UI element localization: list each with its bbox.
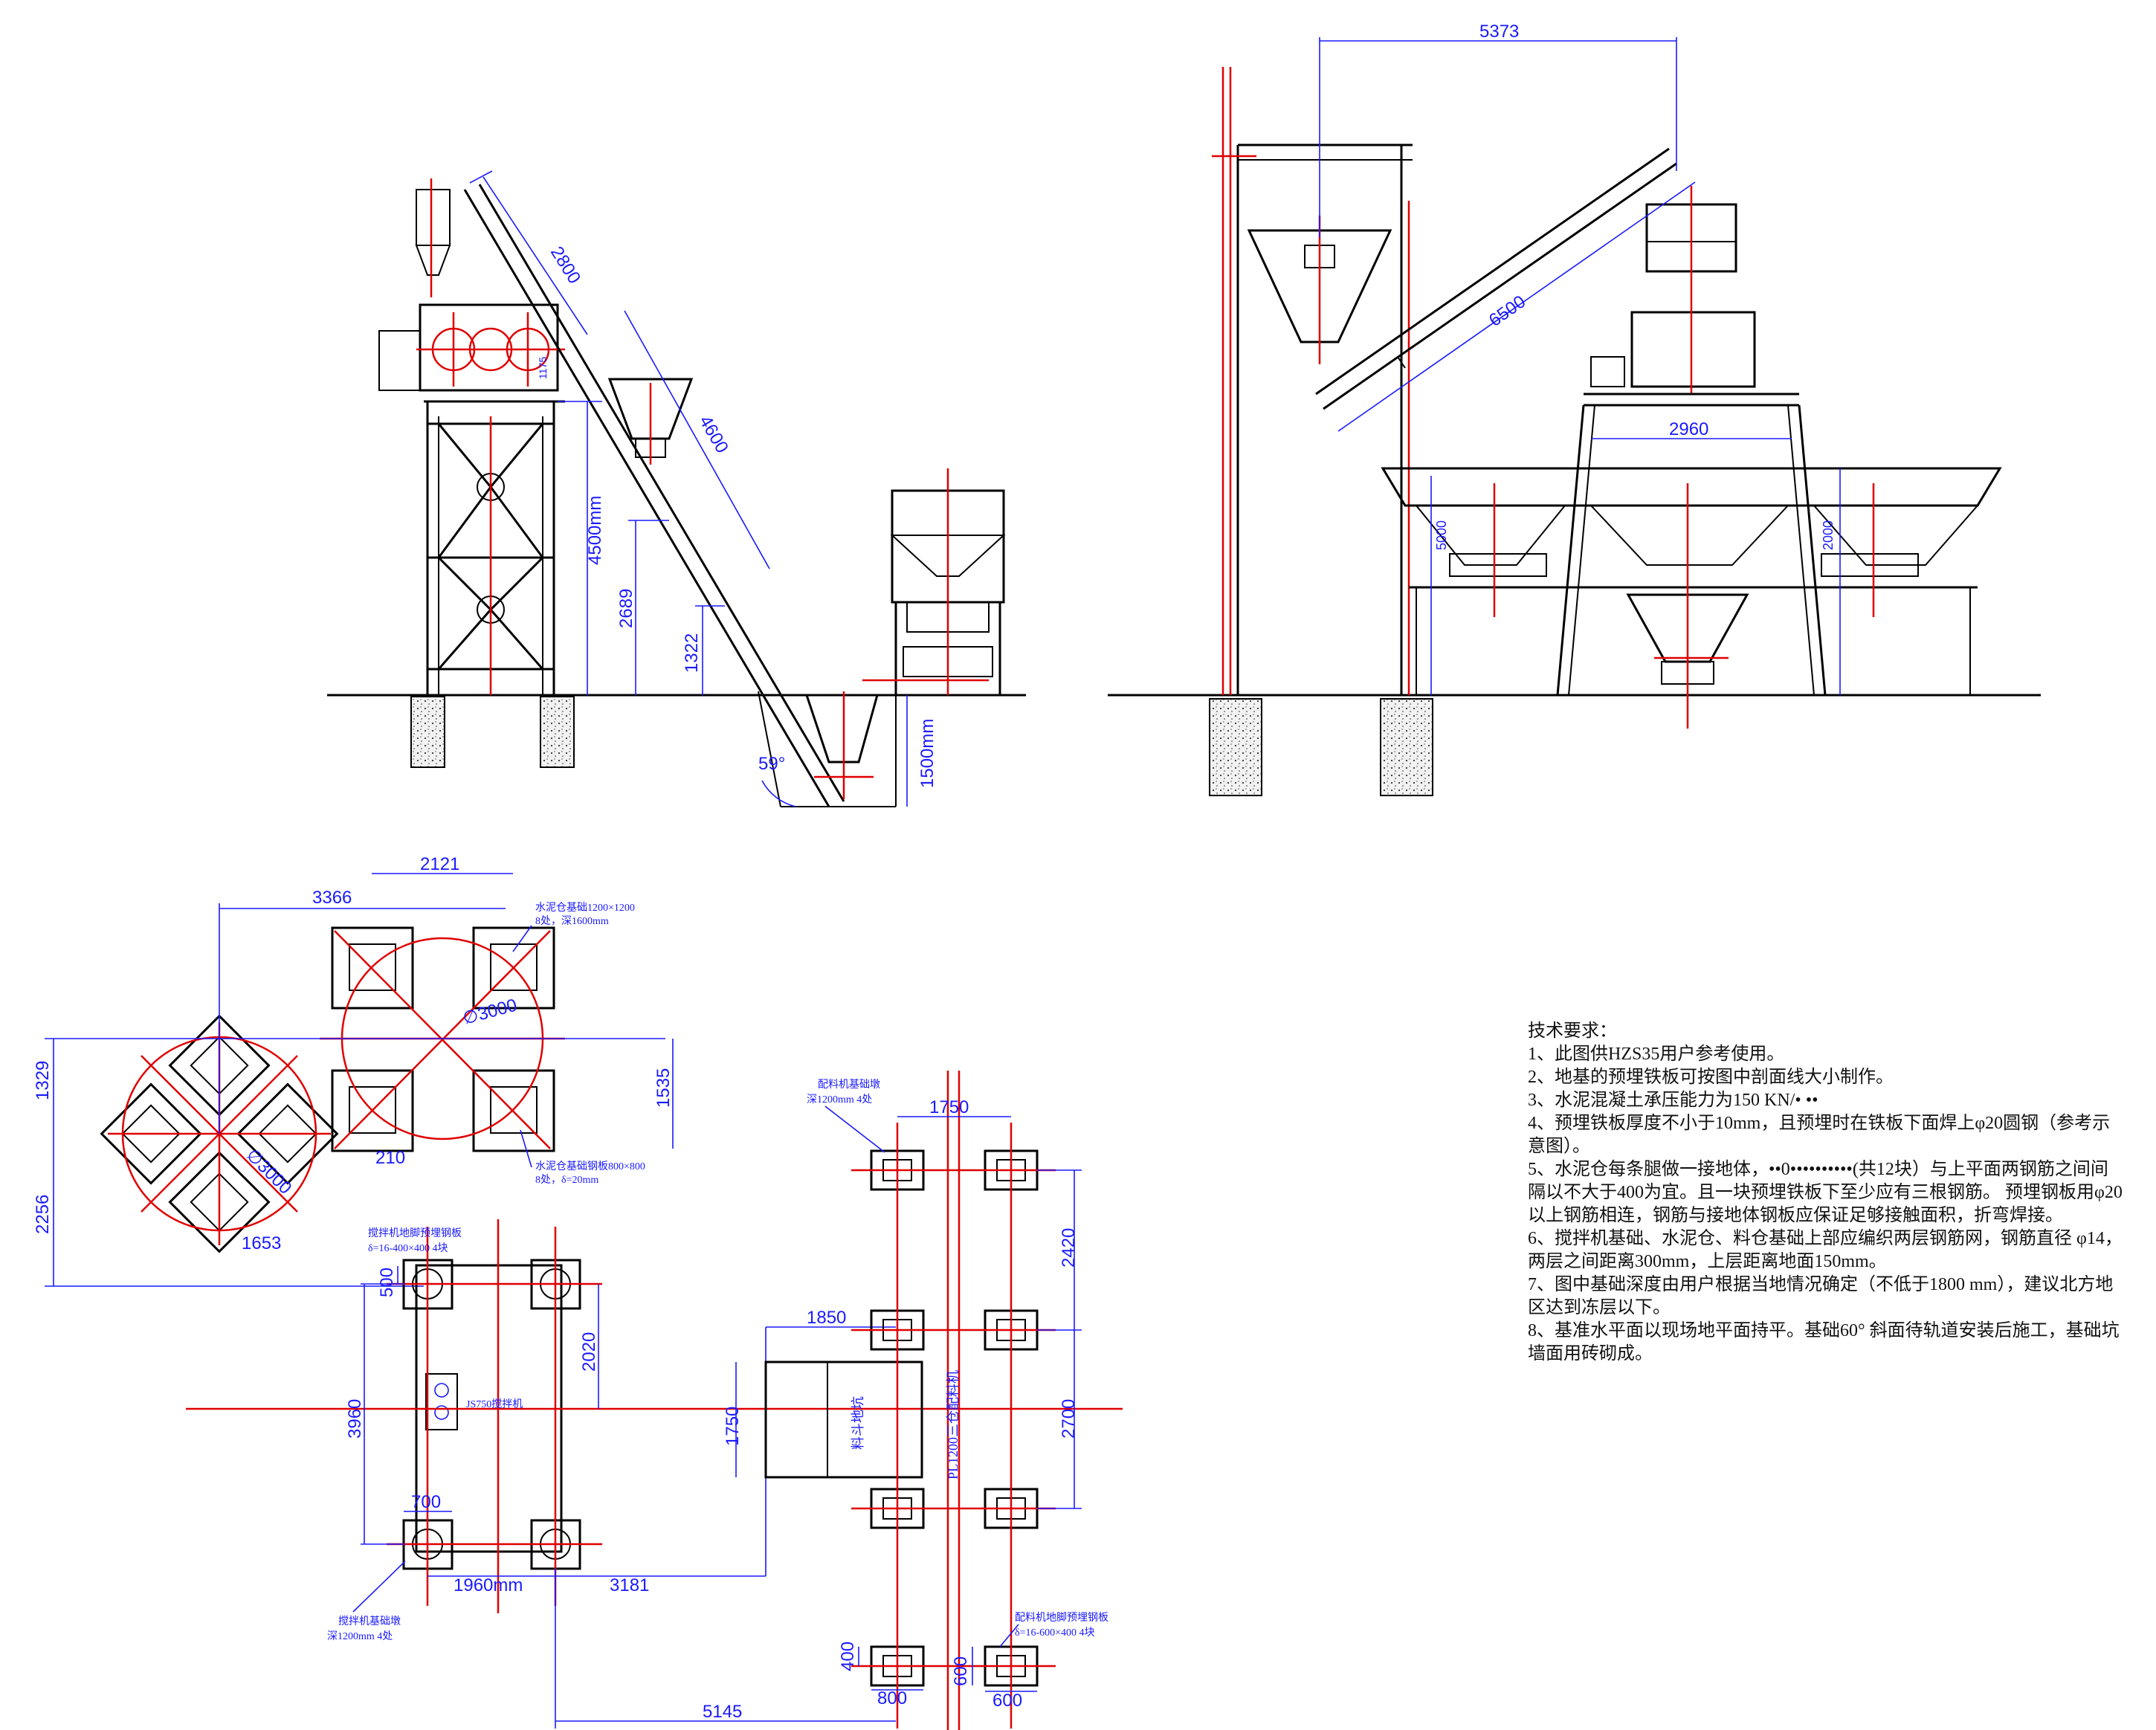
dim-label: 2000 [1821,520,1836,550]
dim-label: 2256 [33,1195,53,1234]
foundation-pier [540,696,575,768]
dim-label: 3366 [312,888,352,908]
annotation-label: 配料机基础墩 [818,1078,880,1091]
dim-label: 1535 [653,1068,674,1108]
dim-label: 1175 [537,357,549,379]
dim-label: 1329 [33,1061,53,1100]
dim-label: 1960mm [454,1575,523,1595]
notes-item: 5、水泥仓每条腿做一接地体，••0••••••••••(共12块）与上平面两钢筋… [1528,1160,2123,1225]
dim-label: 600 [951,1656,971,1686]
technical-requirements: 技术要求： 1、此图供HZS35用户参考使用。 2、地基的预埋铁板可按图中剖面线… [1528,1020,2123,1366]
annotation-label: 水泥仓基础1200×1200 [535,901,635,914]
notes-title: 技术要求： [1528,1021,1617,1041]
batcher-label: PL1200三仓配料机 [946,1370,961,1479]
annotation-label: δ=16-600×400 4块 [1015,1627,1095,1639]
mixer-right [1556,186,1827,696]
dim-label: 6500 [1485,291,1529,331]
annotation-label: 配料机地脚预埋钢板 [1015,1612,1108,1624]
batcher-bins [1381,467,2002,729]
dimensions-right: 5373 6500 2960 5000 2000 [1319,22,1841,695]
hopper-pit: 1850 1750 料斗地坑 [723,1308,923,1479]
dim-label: 3960 [345,1399,365,1439]
elevation-right: 5373 6500 2960 5000 2000 [1108,22,2041,796]
annotation-label: δ=16-400×400 4块 [368,1242,448,1254]
annotation-label: 搅拌机地脚预埋钢板 [368,1227,462,1239]
notes-item: 7、图中基础深度由用户根据当地情况确定（不低于1800 mm），建议北方地区达到… [1528,1275,2114,1317]
dim-label: 5000 [1434,520,1449,550]
dim-label: 2420 [1059,1228,1079,1268]
dim-label: 4600 [695,413,732,457]
annotation-label: 水泥仓基础钢板800×800 [535,1160,645,1172]
dimensions-plan-batcher: 1750 2420 2700 400 800 600 600 [838,1097,1082,1711]
dim-label: 5373 [1479,22,1519,42]
foundation-pier [1380,698,1433,796]
foundation-pier [1209,698,1262,796]
dim-label: 3181 [610,1575,649,1595]
mixer-label: JS750搅拌机 [466,1398,523,1410]
dim-label: 1750 [929,1097,969,1117]
batcher-elevation-small [862,468,1006,695]
annotation-label: 8处，深1600mm [535,915,609,927]
cement-silo [1212,67,1413,695]
dim-label: 400 [838,1642,858,1671]
notes-item: 1、此图供HZS35用户参考使用。 [1528,1045,1785,1064]
dim-label: 1500mm [917,719,937,788]
annotation-label: 搅拌机基础墩 [338,1615,401,1627]
notes-item: 8、基准水平面以现场地平面持平。基础60° 斜面待轨道安装后施工，基础坑墙面用砖… [1528,1321,2120,1363]
dim-label: 600 [993,1691,1022,1711]
notes-item: 2、地基的预埋铁板可按图中剖面线大小制作。 [1528,1068,1894,1087]
dim-label: 1750 [723,1407,743,1446]
plan-view: 3366 2121 1329 1535 2256 210 1653 ∅3000 … [33,854,1123,1730]
dim-label: 1322 [682,633,702,673]
notes-item: 4、预埋铁板厚度不小于10mm，且预埋时在铁板下面焊上φ20圆钢（参考示意图）。 [1528,1114,2111,1156]
mixer-tower [378,178,565,695]
batcher-foundation: PL1200三仓配料机 配料机基础墩 深1200mm 4处 配料机地脚预埋钢板 … [807,1071,1108,1730]
dim-label: ∅3000 [461,995,520,1028]
notes-item: 6、搅拌机基础、水泥仓、料仓基础上部应编织两层钢筋网，钢筋直径 φ14，两层之间… [1528,1229,2123,1271]
skip-conveyor [463,184,897,807]
dim-label: 2121 [420,854,459,874]
annotation-label: 深1200mm 4处 [807,1094,872,1106]
dim-label: 1653 [242,1233,281,1253]
dim-label: 1850 [807,1308,846,1328]
mixer-foundation: JS750搅拌机 搅拌机地脚预埋钢板 δ=16-400×400 4块 搅拌机基础… [186,1219,1123,1642]
notes-item: 3、水泥混凝土承压能力为150 KN/• •• [1528,1091,1818,1110]
annotation-label: 深1200mm 4处 [327,1630,393,1642]
dim-label: 800 [877,1688,907,1708]
dim-label: 5145 [703,1702,742,1722]
dim-label: 700 [411,1492,441,1512]
annotation-label: 8处，δ=20mm [535,1174,598,1186]
dim-label: 2020 [579,1332,599,1372]
dim-label: ∅3000 [242,1145,296,1198]
dimensions-plan-mixer: 500 2020 3960 700 1960mm 3181 5145 [345,1266,896,1729]
dim-label: 2960 [1669,419,1708,439]
dim-label: 500 [377,1268,397,1297]
dim-label: 2700 [1059,1399,1079,1439]
cement-silo-foundation-right [320,926,565,1152]
dim-label: 210 [375,1148,405,1168]
hopper-pit-label: 料斗地坑 [851,1396,865,1450]
dim-label: 4500mm [585,496,605,565]
screw-conveyor [1315,147,1677,410]
elevation-left: 2800 4600 4500mm 2689 1322 1500mm 59° 11… [327,170,1026,807]
foundation-pier [410,696,445,768]
dim-label: 59° [758,754,785,774]
dim-label: 2689 [616,589,636,628]
